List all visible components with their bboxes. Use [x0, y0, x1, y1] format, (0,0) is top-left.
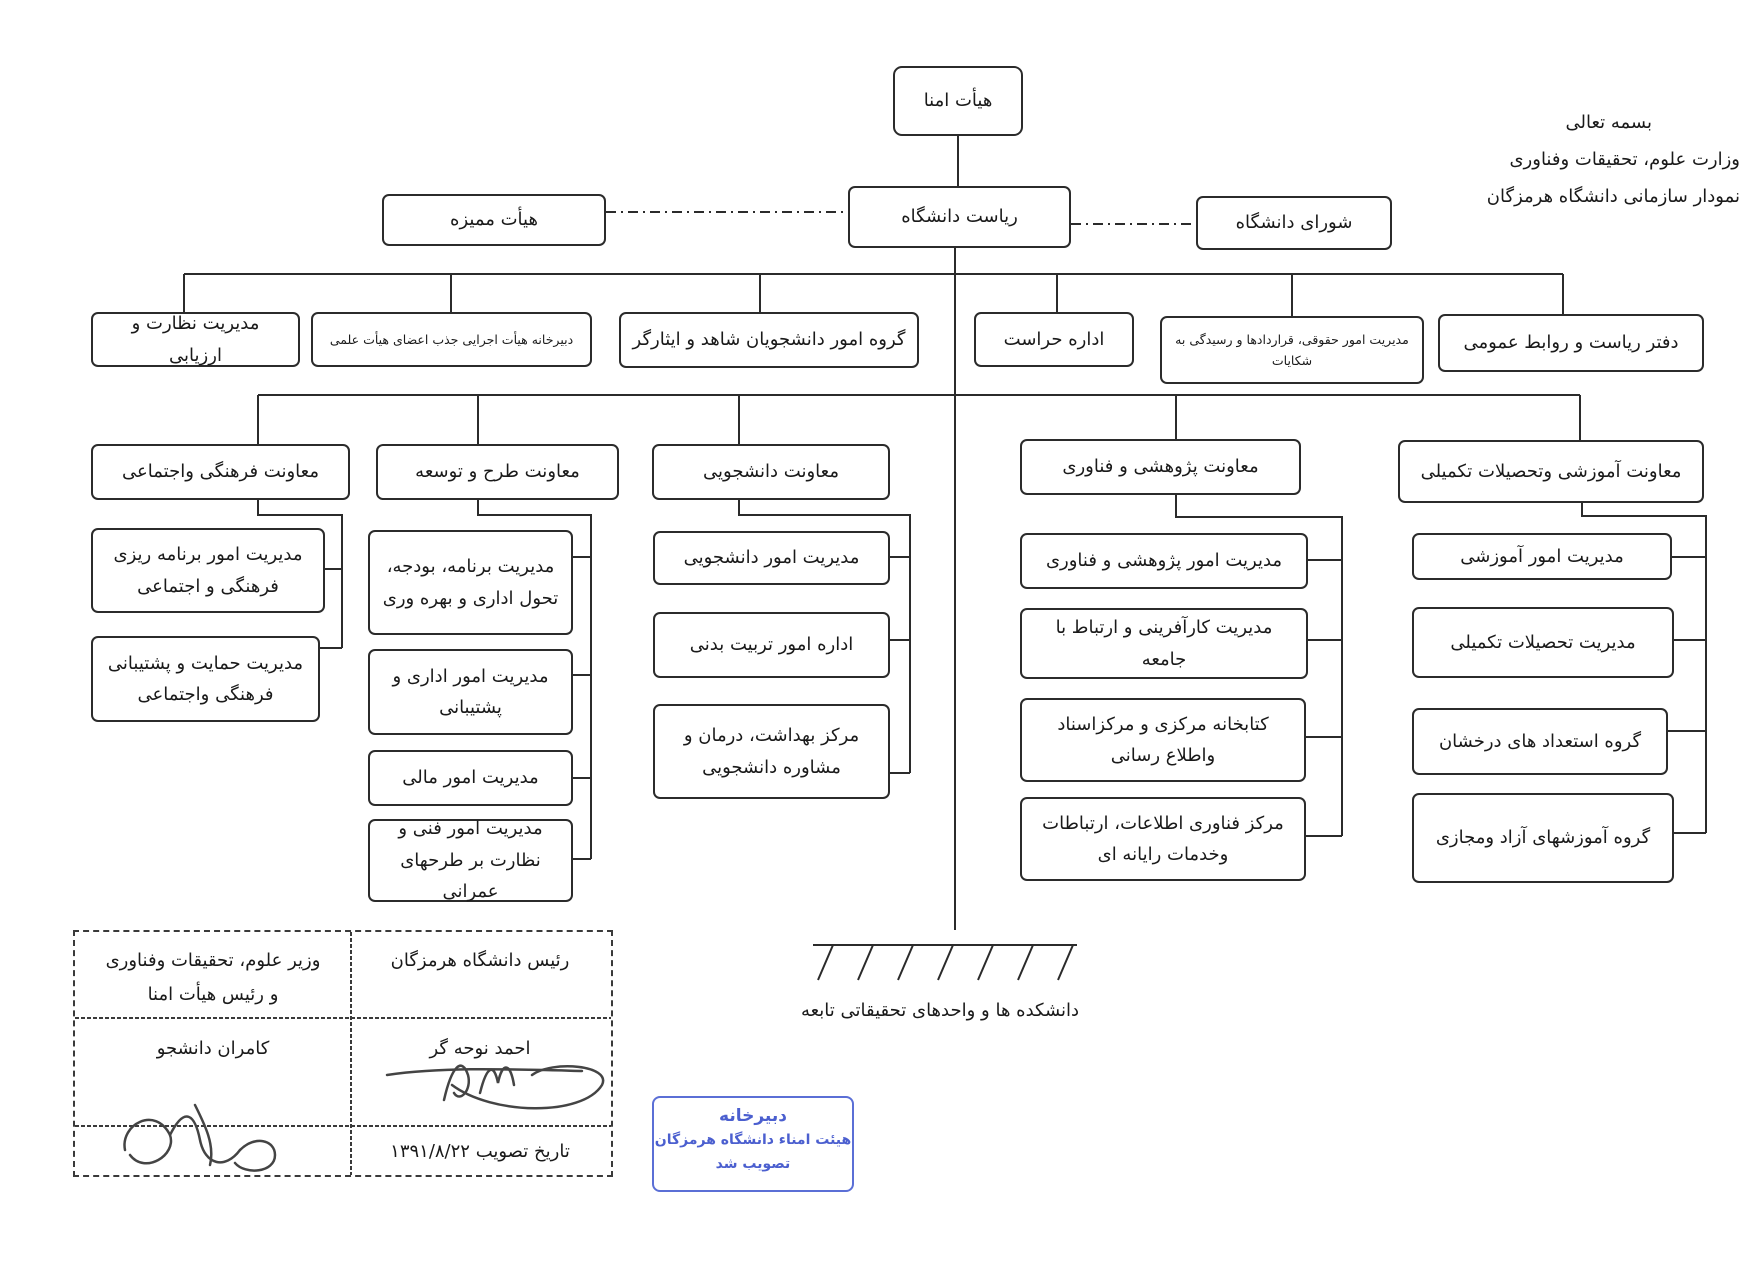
- node-research-affairs: مدیریت امور پژوهشی و فناوری: [1020, 533, 1308, 589]
- node-university-council: شورای دانشگاه: [1196, 196, 1392, 250]
- node-martyrs-students-group: گروه امور دانشجویان شاهد و ایثارگر: [619, 312, 919, 368]
- node-legal-affairs: مدیریت امور حقوقی، قراردادها و رسیدگی به…: [1160, 316, 1424, 384]
- node-monitoring-evaluation: مدیریت نظارت و ارزیابی: [91, 312, 300, 367]
- faculties-label: دانشکده ها و واحدهای تحقیقاتی تابعه: [800, 1000, 1080, 1021]
- node-entrepreneurship: مدیریت کارآفرینی و ارتباط با جامعه: [1020, 608, 1308, 679]
- minister-title: وزیر علوم، تحقیقات وفناوری و رئیس هیأت ا…: [105, 950, 321, 1005]
- president-title: رئیس دانشگاه هرمزگان: [390, 950, 570, 971]
- president-signature: [385, 1064, 605, 1110]
- node-presidency: ریاست دانشگاه: [848, 186, 1071, 248]
- node-it-center: مرکز فناوری اطلاعات، ارتباطات وخدمات رای…: [1020, 797, 1306, 881]
- node-vp-planning: معاونت طرح و توسعه: [376, 444, 619, 500]
- node-faculty-recruitment-secretariat: دبیرخانه هیأت اجرایی جذب اعضای هیأت علمی: [311, 312, 592, 367]
- node-student-affairs: مدیریت امور دانشجویی: [653, 531, 890, 585]
- node-vp-education: معاونت آموزشی وتحصیلات تکمیلی: [1398, 440, 1704, 503]
- node-cultural-planning: مدیریت امور برنامه ریزی فرهنگی و اجتماعی: [91, 528, 325, 613]
- node-open-virtual-education-group: گروه آموزشهای آزاد ومجازی: [1412, 793, 1674, 883]
- minister-name: کامران دانشجو: [156, 1038, 270, 1059]
- node-education-affairs: مدیریت امور آموزشی: [1412, 533, 1672, 580]
- node-admin-support: مدیریت امور اداری و پشتیبانی: [368, 649, 573, 735]
- node-technical-supervision: مدیریت امور فنی و نظارت بر طرحهای عمرانی: [368, 818, 573, 902]
- signature-table: رئیس دانشگاه هرمزگان وزیر علوم، تحقیقات …: [73, 930, 613, 1177]
- node-cultural-support: مدیریت حمایت و پشتیبانی فرهنگی واجتماعی: [91, 636, 320, 722]
- node-presidency-office-pr: دفتر ریاست و روابط عمومی: [1438, 314, 1704, 372]
- header-ministry: وزارت علوم، تحقیقات وفناوری: [1509, 149, 1740, 170]
- approval-stamp: دبیرخانه هیئت امناء دانشگاه هرمزگان تصوی…: [652, 1096, 854, 1192]
- stamp-line-secretariat: دبیرخانه: [719, 1106, 787, 1126]
- node-budget-planning: مدیریت برنامه، بودجه، تحول اداری و بهره …: [368, 530, 573, 635]
- stamp-line-approved: تصویب شد: [715, 1156, 791, 1172]
- document-header: بسمه تعالی وزارت علوم، تحقیقات وفناوری ن…: [1487, 104, 1740, 215]
- minister-signature: [123, 1103, 277, 1172]
- node-talented-students-group: گروه استعداد های درخشان: [1412, 708, 1668, 775]
- node-vp-research: معاونت پژوهشی و فناوری: [1020, 439, 1301, 495]
- header-chart-title: نمودار سازمانی دانشگاه هرمزگان: [1486, 186, 1740, 207]
- node-financial-affairs: مدیریت امور مالی: [368, 750, 573, 806]
- node-physical-education: اداره امور تربیت بدنی: [653, 612, 890, 678]
- node-graduate-studies: مدیریت تحصیلات تکمیلی: [1412, 607, 1674, 678]
- node-vp-cultural: معاونت فرهنگی واجتماعی: [91, 444, 350, 500]
- approval-date: تاریخ تصویب ۱۳۹۱/۸/۲۲: [390, 1141, 570, 1162]
- node-central-library: کتابخانه مرکزی و مرکزاسناد واطلاع رسانی: [1020, 698, 1306, 782]
- president-name: احمد نوحه گر: [429, 1038, 531, 1059]
- signature-table-grid: [75, 932, 611, 1175]
- header-basmala: بسمه تعالی: [1565, 112, 1652, 133]
- node-vp-student: معاونت دانشجویی: [652, 444, 890, 500]
- node-health-counseling-center: مرکز بهداشت، درمان و مشاوره دانشجویی: [653, 704, 890, 799]
- node-board-of-examiners: هیأت ممیزه: [382, 194, 606, 246]
- node-board-of-trustees: هیأت امنا: [893, 66, 1023, 136]
- node-security-office: اداره حراست: [974, 312, 1134, 367]
- stamp-line-board: هیئت امناء دانشگاه هرمزگان: [654, 1132, 852, 1148]
